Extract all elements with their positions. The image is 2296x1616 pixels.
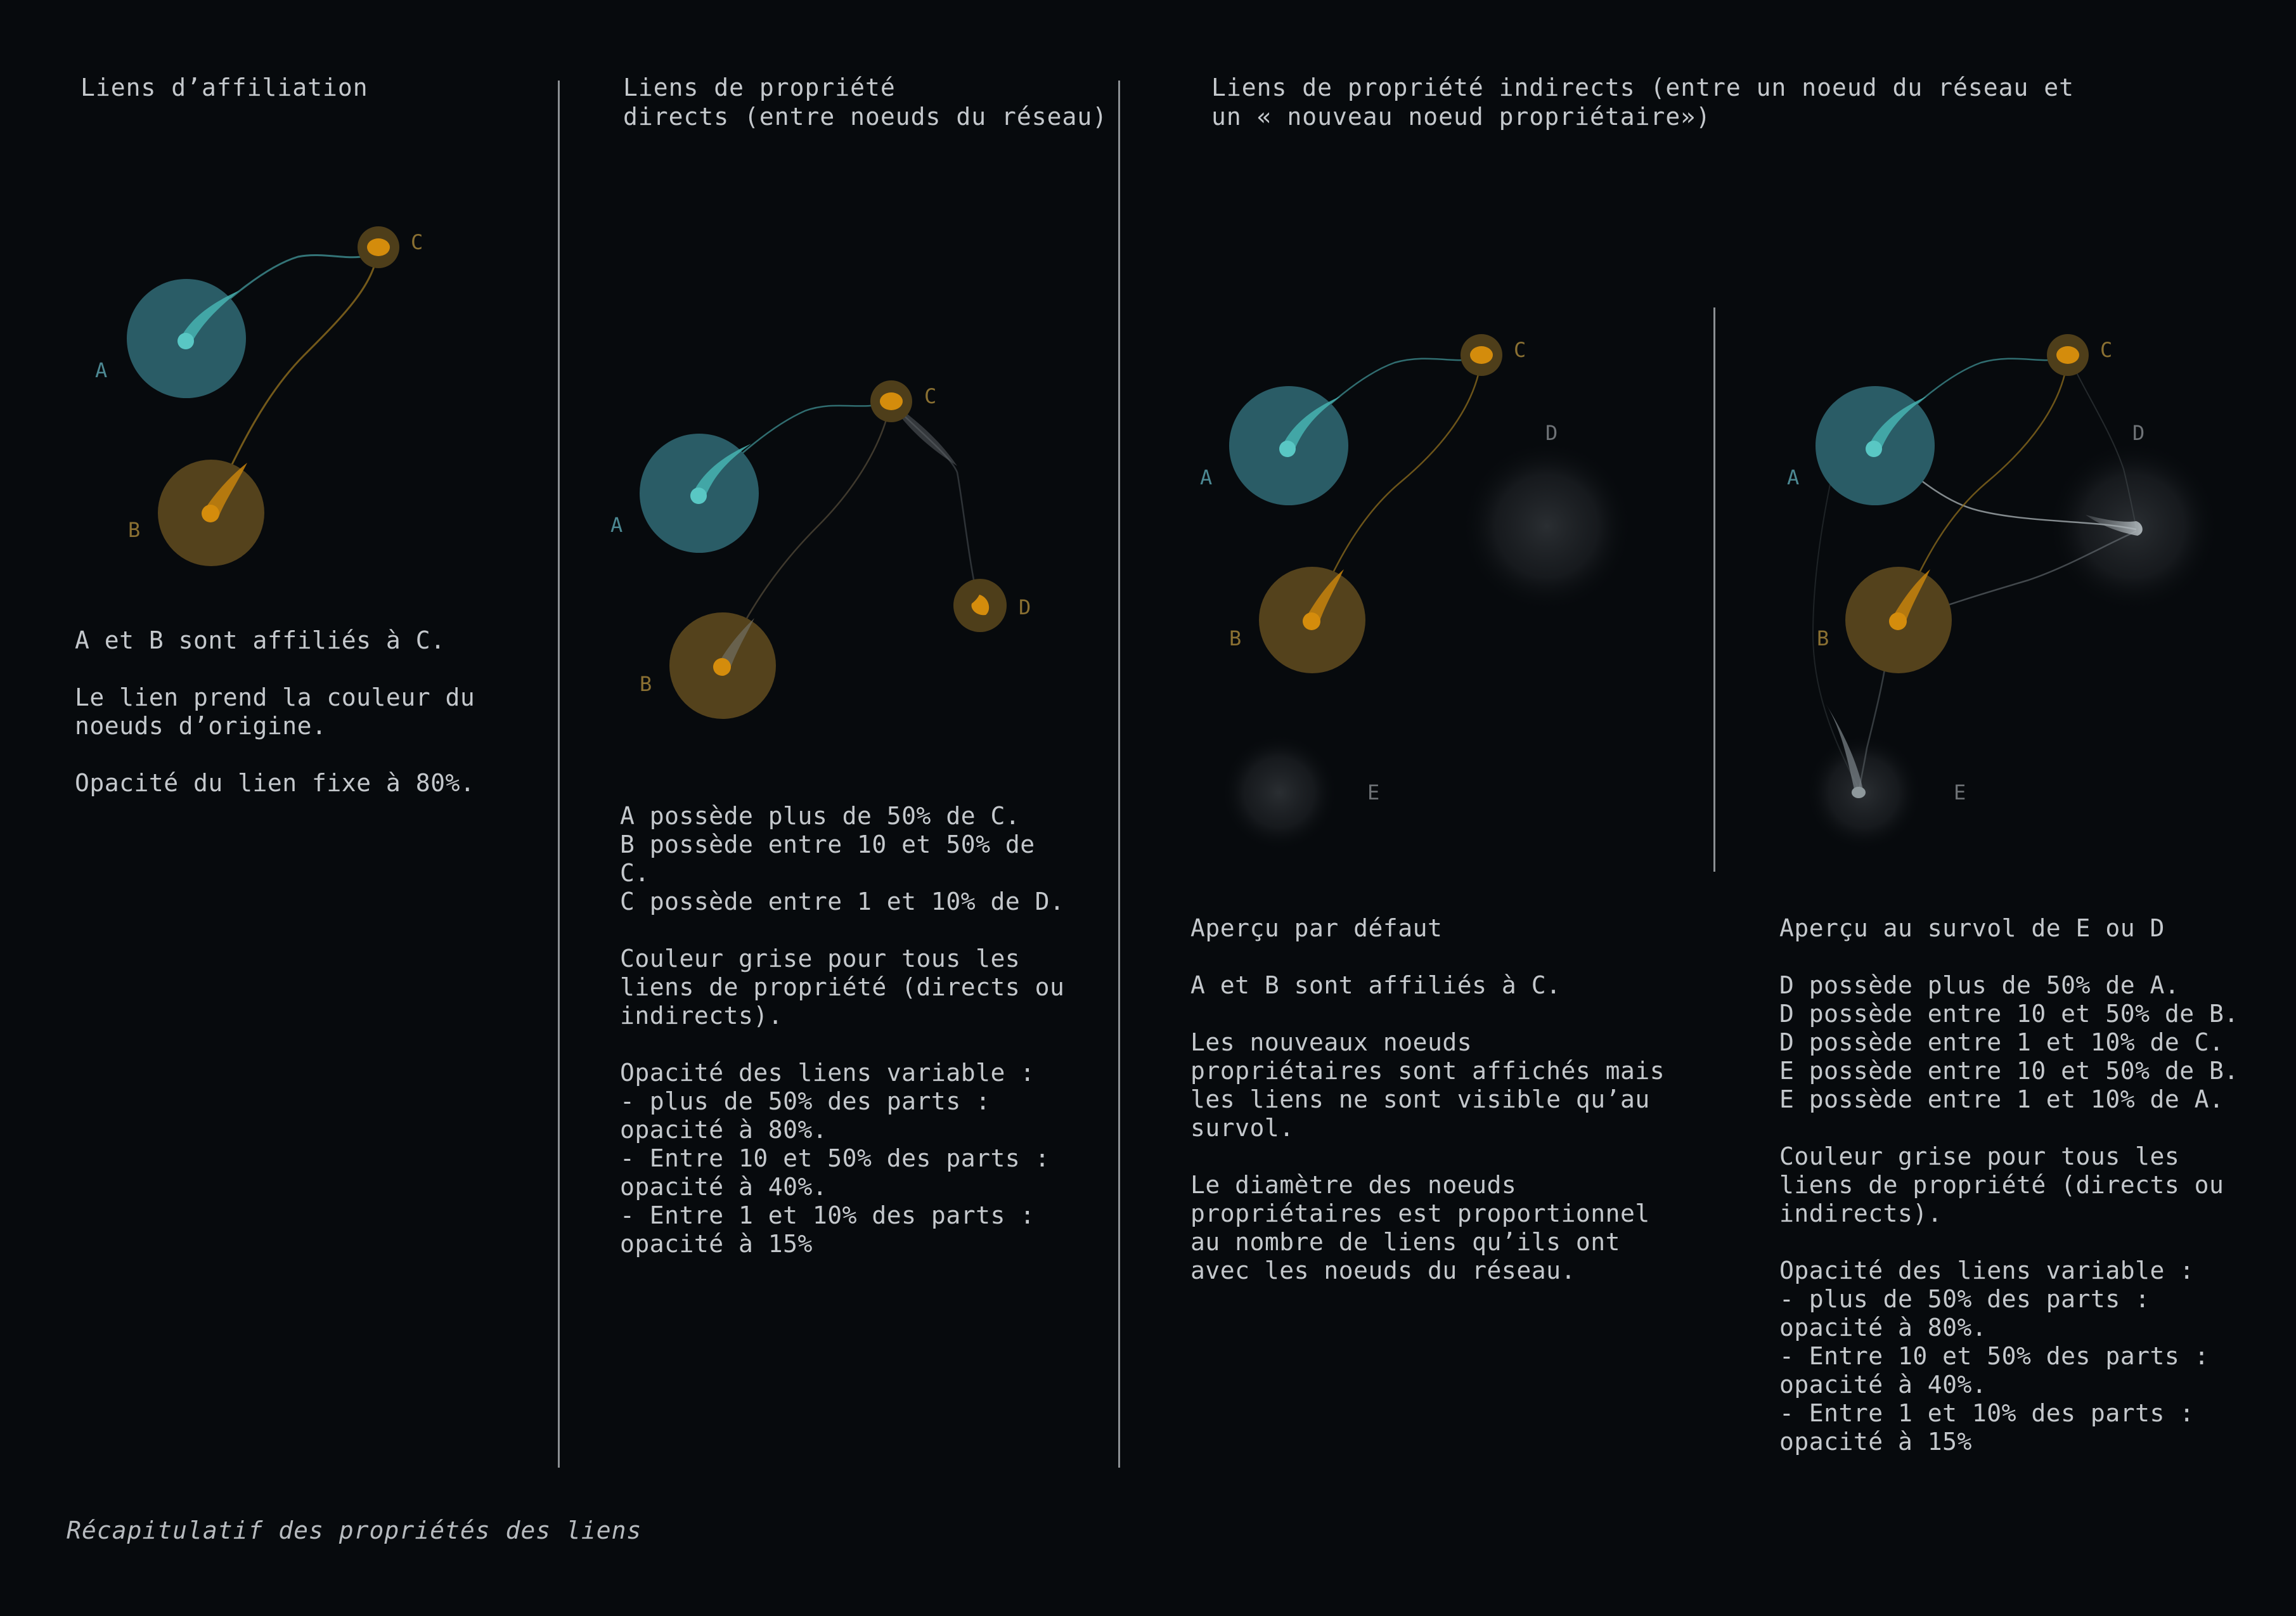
link-tail-c-d	[897, 406, 957, 466]
column-divider	[1118, 81, 1120, 1468]
direct-ownership-title: Liens de propriété directs (entre noeuds…	[623, 74, 1108, 131]
label-b: B	[1817, 626, 1829, 650]
link-d-c	[2067, 354, 2137, 528]
link-tail-b	[1305, 569, 1344, 624]
link-b-c	[208, 250, 379, 513]
link-tail-b	[716, 618, 754, 672]
direct-ownership-description: A possède plus de 50% de C. B possède en…	[620, 802, 1065, 1258]
link-tail-a	[1282, 396, 1341, 453]
label-a: A	[610, 513, 622, 537]
link-tail-d	[2086, 515, 2143, 536]
affiliation-diagram: A B C	[95, 226, 423, 566]
link-tail-a	[1868, 396, 1927, 453]
link-b-c	[1311, 356, 1483, 619]
link-tail-a	[692, 444, 751, 501]
label-d: D	[1545, 421, 1558, 445]
label-a: A	[95, 358, 107, 382]
node-c-core	[1470, 346, 1493, 364]
node-b-core	[713, 658, 731, 676]
node-a-core	[1866, 441, 1882, 457]
indirect-ownership-title: Liens de propriété indirects (entre un n…	[1211, 74, 2075, 131]
node-d	[1461, 441, 1632, 612]
hover-view-description: Aperçu au survol de E ou D D possède plu…	[1779, 914, 2239, 1456]
link-tail-b	[1891, 569, 1930, 624]
direct-ownership-diagram: A B C D	[610, 380, 1031, 719]
indirect-default-diagram: A B C D E	[1200, 334, 1632, 851]
node-e-core	[1852, 787, 1866, 798]
node-b-core	[1303, 612, 1320, 630]
view-divider	[1713, 307, 1715, 872]
node-a-core	[690, 488, 707, 504]
node-b-core	[1889, 612, 1907, 630]
link-tail-a	[179, 290, 240, 346]
label-e: E	[1367, 780, 1379, 805]
link-b-c	[721, 402, 892, 666]
node-a-core	[1279, 441, 1296, 457]
label-c: C	[1514, 338, 1526, 362]
node-c-core	[2056, 346, 2079, 364]
node-e	[1221, 734, 1338, 851]
default-view-description: Aperçu par défaut A et B sont affiliés à…	[1190, 914, 1665, 1284]
indirect-hover-diagram: A B C D E	[1787, 334, 2219, 851]
label-c: C	[924, 384, 936, 408]
node-c-core	[367, 238, 390, 256]
label-d: D	[1019, 595, 1031, 619]
column-divider	[558, 81, 560, 1468]
link-c-d	[893, 405, 981, 606]
label-b: B	[640, 672, 652, 696]
node-a-core	[177, 333, 194, 349]
link-tail-e	[1826, 704, 1864, 792]
label-a: A	[1200, 465, 1212, 489]
affiliation-title: Liens d’affiliation	[81, 74, 368, 101]
link-b-c	[1897, 356, 2069, 619]
node-d-core	[971, 595, 990, 616]
label-c: C	[411, 230, 423, 254]
node-b-core	[202, 505, 219, 522]
figure-caption: Récapitulatif des propriétés des liens	[67, 1516, 642, 1544]
label-c: C	[2100, 338, 2112, 362]
affiliation-description: A et B sont affiliés à C. Le lien prend …	[75, 626, 475, 797]
label-a: A	[1787, 465, 1799, 489]
label-e: E	[1954, 780, 1966, 805]
node-c-core	[880, 392, 903, 410]
link-e-a	[1812, 446, 1858, 787]
link-tail-b	[203, 463, 247, 517]
label-b: B	[1229, 626, 1241, 650]
label-b: B	[128, 518, 140, 542]
label-d: D	[2132, 421, 2144, 445]
